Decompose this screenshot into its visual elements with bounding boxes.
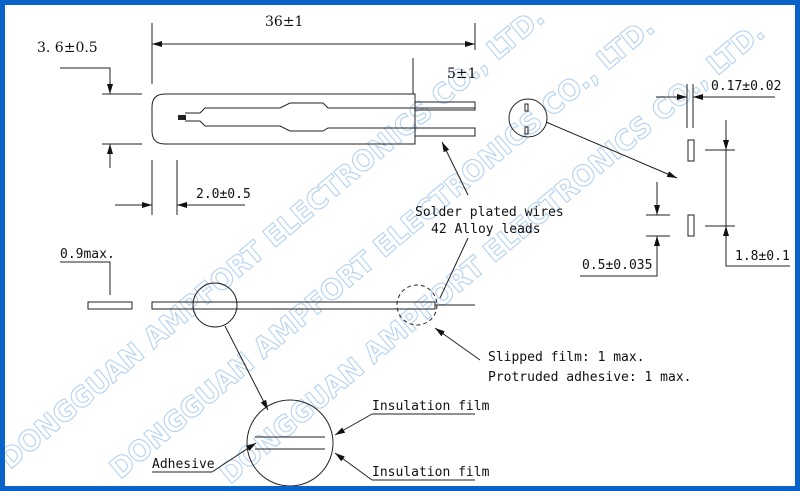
svg-text:5±1: 5±1: [447, 66, 477, 82]
svg-text:0.9max.: 0.9max.: [60, 247, 115, 262]
cross-section-detail: Insulation film Insulation film Adhesive: [152, 325, 490, 486]
svg-text:Protruded adhesive: 1 max.: Protruded adhesive: 1 max.: [488, 370, 692, 385]
svg-text:Slipped film: 1 max.: Slipped film: 1 max.: [488, 350, 645, 365]
dimension-tip: 2.0±0.5: [115, 160, 251, 215]
film-callout: Slipped film: 1 max. Protruded adhesive:…: [434, 327, 692, 385]
dimension-lead-length: 5±1: [412, 58, 477, 94]
svg-text:0.17±0.02: 0.17±0.02: [711, 79, 781, 94]
dimension-length: 36±1: [151, 14, 476, 84]
svg-text:Adhesive: Adhesive: [152, 457, 215, 472]
svg-text:36±1: 36±1: [265, 14, 303, 30]
sensor-side-view: 0.9max.: [60, 247, 475, 328]
lead-callout: Solder plated wires 42 Alloy leads: [415, 141, 564, 299]
technical-drawing: DONGGUAN AMPFORT ELECTRONICS CO., LTD. D…: [5, 5, 790, 486]
svg-text:Insulation film: Insulation film: [372, 399, 490, 414]
drawing-sheet: DONGGUAN AMPFORT ELECTRONICS CO., LTD. D…: [5, 5, 795, 486]
svg-text:Insulation film: Insulation film: [372, 465, 490, 480]
svg-text:3. 6±0.5: 3. 6±0.5: [37, 40, 98, 56]
svg-text:2.0±0.5: 2.0±0.5: [196, 187, 251, 202]
dimension-width: 3. 6±0.5: [37, 40, 142, 168]
svg-text:1.8±0.1: 1.8±0.1: [735, 249, 790, 264]
svg-text:0.5±0.035: 0.5±0.035: [582, 258, 652, 273]
sensor-top-view: [151, 93, 476, 145]
svg-text:Solder plated wires: Solder plated wires: [415, 205, 564, 220]
lead-detail: 0.17±0.02 1.8±0.1 0.5±0.035: [508, 79, 790, 277]
svg-text:42 Alloy leads: 42 Alloy leads: [431, 222, 541, 237]
